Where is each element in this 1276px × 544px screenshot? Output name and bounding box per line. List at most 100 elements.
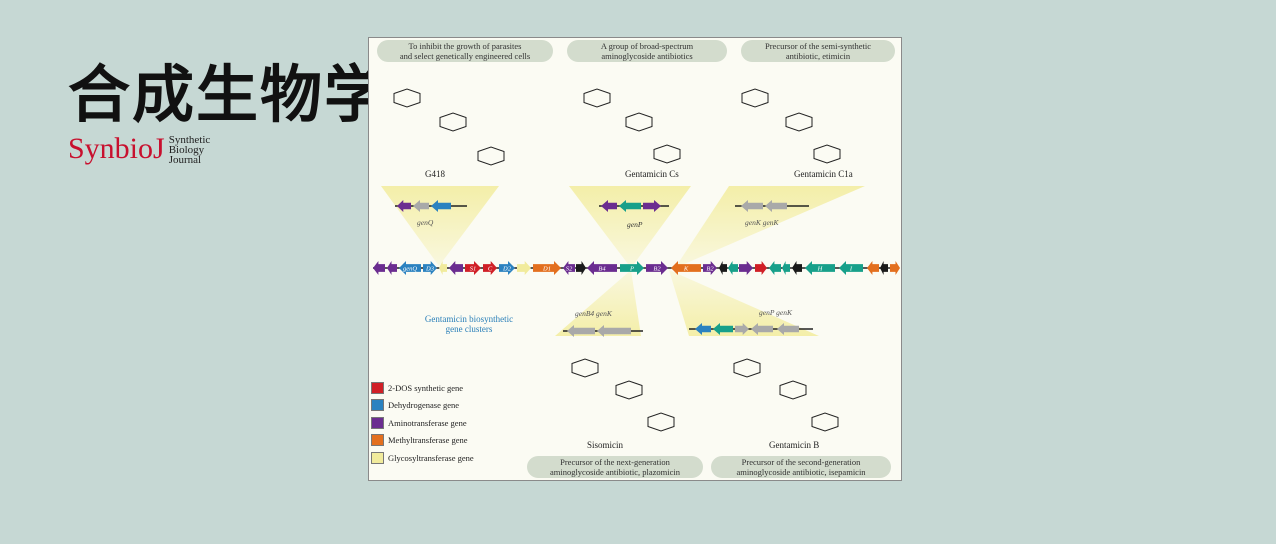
- legend-label: Glycosyltransferase gene: [388, 452, 474, 463]
- gene-label: C: [488, 266, 493, 273]
- gene-arrow: [741, 200, 763, 212]
- gene-arrow: [769, 261, 781, 275]
- sugar-ring: [615, 380, 643, 400]
- label-line: Precursor of the second-generation: [741, 457, 861, 467]
- sugar-ring: [625, 112, 653, 132]
- subtitle-line-2: Biology: [168, 144, 205, 156]
- legend-item: Aminotransferase gene: [371, 415, 474, 431]
- gene-arrow: [597, 325, 631, 337]
- journal-title-english: SynbioJ: [68, 132, 165, 165]
- gene-arrow: [839, 261, 863, 275]
- gene-arrow: [587, 261, 617, 275]
- gene-arrow: [735, 323, 749, 335]
- label-g418-use: To inhibit the growth of parasites and s…: [377, 40, 553, 62]
- gene-arrow: [601, 200, 617, 212]
- gene-arrow: [751, 323, 773, 335]
- zoom-wedge-genq: [381, 186, 499, 266]
- compound-name-gentamicin-b: Gentamicin B: [769, 440, 820, 450]
- gene-label: P: [629, 266, 634, 273]
- gene-arrow: [373, 261, 385, 275]
- subtitle-line-1: Synthetic: [168, 134, 211, 146]
- sugar-ring: [647, 412, 675, 432]
- gene-arrow: [777, 323, 799, 335]
- gene-arrow: [423, 261, 437, 275]
- label-gentamicin-b-use: Precursor of the second-generation amino…: [711, 456, 891, 478]
- gene-arrow: [499, 261, 515, 275]
- legend-item: Glycosyltransferase gene: [371, 450, 474, 466]
- gene-arrow: [792, 261, 802, 275]
- gene-arrow: [439, 261, 447, 275]
- sugar-ring: [811, 412, 839, 432]
- gene-label: B2: [706, 266, 714, 273]
- gene-arrow: [533, 261, 561, 275]
- subtitle-line-3: Journal: [168, 154, 202, 166]
- legend-label: Dehydrogenase gene: [388, 400, 460, 411]
- gene-arrow: [695, 323, 711, 335]
- zoom-wedge-genk-top: [675, 186, 865, 268]
- gene-arrow: [646, 261, 668, 275]
- sugar-ring: [477, 146, 505, 166]
- label-gentamicin-c1a-use: Precursor of the semi-synthetic antibiot…: [741, 40, 895, 62]
- gene-legend: 2-DOS synthetic gene Dehydrogenase gene …: [371, 380, 474, 467]
- gene-arrow: [397, 200, 411, 212]
- gene-label: genQ: [403, 266, 417, 273]
- gene-arrow: [449, 261, 463, 275]
- gene-arrow: [755, 261, 767, 275]
- gene-arrow: [620, 261, 644, 275]
- label-line: Precursor of the semi-synthetic: [765, 41, 871, 51]
- sugar-ring: [785, 112, 813, 132]
- gene-arrow: [728, 261, 738, 275]
- gene-arrow: [413, 200, 429, 212]
- gene-label: D1: [542, 266, 551, 273]
- legend-swatch: [371, 382, 384, 394]
- label-sisomicin-use: Precursor of the next-generation aminogl…: [527, 456, 703, 478]
- compound-name-gentamicin-c1a: Gentamicin C1a: [794, 169, 853, 179]
- gene-arrow: [880, 261, 888, 275]
- gene-arrow: [782, 261, 790, 275]
- gene-label: I: [849, 266, 853, 273]
- legend-swatch: [371, 434, 384, 447]
- legend-swatch: [371, 451, 384, 464]
- legend-label: 2-DOS synthetic gene: [388, 383, 464, 393]
- sugar-ring: [779, 380, 807, 400]
- gene-label: H: [817, 266, 823, 273]
- cluster-label-line: gene clusters: [445, 324, 493, 334]
- sugar-ring: [813, 144, 841, 164]
- sugar-ring: [741, 88, 769, 108]
- sugar-ring: [571, 358, 599, 378]
- zoom-wedge-genk-bottom: [669, 270, 819, 336]
- gene-arrow: [713, 323, 733, 335]
- gene-arrow: [619, 200, 641, 212]
- gene-arrow: [671, 261, 701, 275]
- gene-label: S1: [470, 266, 477, 273]
- legend-item: 2-DOS synthetic gene: [371, 380, 474, 396]
- label-line: Precursor of the next-generation: [560, 457, 670, 467]
- gene-arrow: [890, 261, 900, 275]
- label-line: aminoglycoside antibiotics: [601, 51, 693, 61]
- label-line: A group of broad-spectrum: [600, 41, 694, 51]
- gene-arrow: [483, 261, 497, 275]
- chemical-structures: [393, 88, 841, 432]
- legend-swatch: [371, 416, 384, 429]
- gene-label: K: [683, 266, 689, 273]
- gene-tag-genq: genQ: [417, 218, 434, 227]
- zoom-wedge-genb4: [555, 270, 641, 336]
- gene-label: D3: [425, 266, 435, 273]
- mini-gene-clusters: [395, 200, 813, 337]
- gene-arrow: [643, 200, 661, 212]
- sugar-ring: [733, 358, 761, 378]
- label-line: antibiotic, etimicin: [785, 51, 851, 61]
- gene-tag-genp: genP: [627, 220, 643, 229]
- journal-logo: 合成生物学 SynbioJ Synthetic Biology Journal: [68, 62, 388, 166]
- gene-arrow: [765, 200, 787, 212]
- legend-item: Methyltransferase gene: [371, 432, 474, 448]
- sugar-ring: [393, 88, 421, 108]
- sugar-ring: [653, 144, 681, 164]
- legend-label: Aminotransferase gene: [388, 417, 467, 428]
- compound-name-gentamicin-cs: Gentamicin Cs: [625, 169, 679, 179]
- journal-subtitle: Synthetic Biology Journal: [168, 134, 211, 166]
- gene-arrow: [805, 261, 835, 275]
